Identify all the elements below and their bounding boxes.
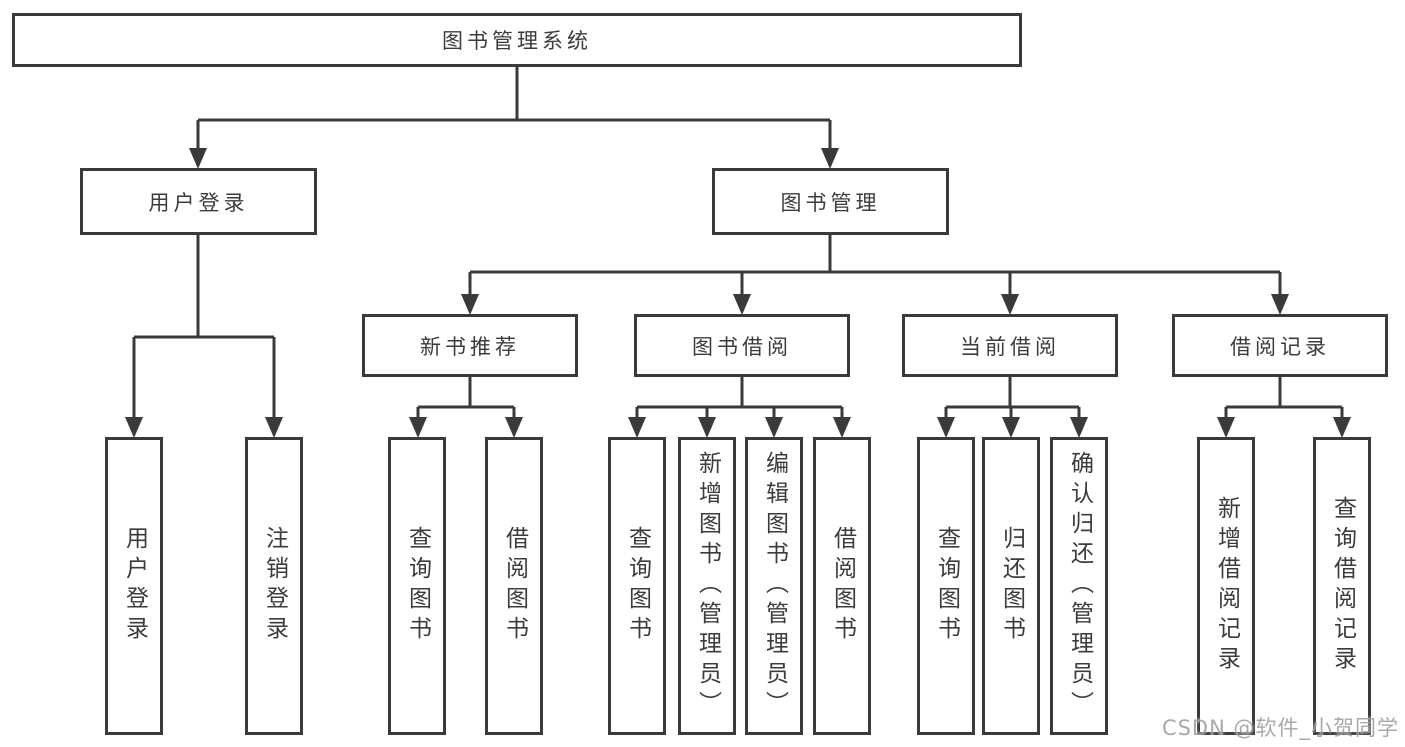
- leaf-confirm-return-admin: 确认归还（管理员）: [1050, 437, 1108, 735]
- leaf-borrow-books-recommend: 借阅图书: [485, 437, 543, 735]
- leaf-query-borrow-record: 查询借阅记录: [1313, 437, 1371, 735]
- leaf-query-books-current: 查询图书: [917, 437, 975, 735]
- leaf-label: 确认归还（管理员）: [1066, 451, 1093, 721]
- leaf-add-borrow-record: 新增借阅记录: [1197, 437, 1255, 735]
- leaf-label: 查询图书: [933, 526, 960, 646]
- csdn-watermark: CSDN @软件_小贺同学: [1161, 716, 1399, 740]
- leaf-user-login: 用户登录: [105, 437, 163, 735]
- leaf-label: 编辑图书（管理员）: [761, 451, 788, 721]
- leaf-return-books: 归还图书: [982, 437, 1040, 735]
- leaf-label: 查询借阅记录: [1329, 496, 1356, 676]
- leaf-label: 借阅图书: [829, 526, 856, 646]
- node-user-login: 用户登录: [80, 168, 317, 235]
- leaf-query-books-borrowing: 查询图书: [608, 437, 666, 735]
- node-label: 图书借阅: [692, 334, 792, 359]
- leaf-label: 查询图书: [624, 526, 651, 646]
- node-label: 图书管理: [780, 190, 881, 215]
- leaf-label: 新增借阅记录: [1213, 496, 1240, 676]
- node-label: 借阅记录: [1230, 334, 1330, 359]
- connector-lines: [132, 67, 1344, 419]
- node-book-borrowing: 图书借阅: [634, 314, 850, 377]
- node-label: 用户登录: [148, 190, 249, 215]
- leaf-label: 注销登录: [261, 526, 288, 646]
- leaf-edit-book-admin: 编辑图书（管理员）: [745, 437, 803, 735]
- node-borrowing-records: 借阅记录: [1172, 314, 1388, 377]
- node-label: 新书推荐: [420, 334, 520, 359]
- leaf-query-books-recommend: 查询图书: [388, 437, 446, 735]
- leaf-label: 新增图书（管理员）: [694, 451, 721, 721]
- leaf-logout: 注销登录: [245, 437, 303, 735]
- leaf-borrow-books-borrowing: 借阅图书: [813, 437, 871, 735]
- node-label: 图书管理系统: [442, 29, 592, 53]
- leaf-label: 归还图书: [998, 526, 1025, 646]
- node-label: 当前借阅: [960, 334, 1060, 359]
- node-book-management: 图书管理: [712, 168, 949, 235]
- leaf-label: 用户登录: [121, 526, 148, 646]
- leaf-label: 借阅图书: [501, 526, 528, 646]
- node-library-management-system: 图书管理系统: [12, 13, 1022, 67]
- node-new-book-recommendation: 新书推荐: [362, 314, 578, 377]
- node-current-borrowing: 当前借阅: [902, 314, 1118, 377]
- leaf-label: 查询图书: [404, 526, 431, 646]
- leaf-add-book-admin: 新增图书（管理员）: [678, 437, 736, 735]
